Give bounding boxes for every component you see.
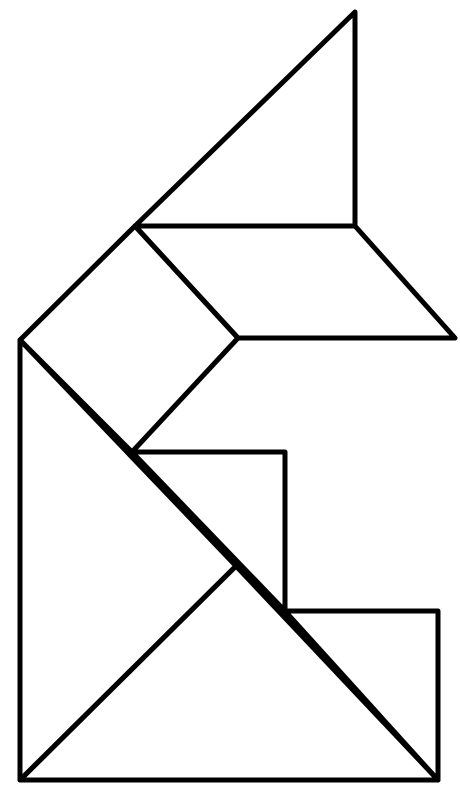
square xyxy=(20,226,238,452)
middle-small-triangle xyxy=(132,452,285,611)
left-large-triangle xyxy=(20,340,236,780)
right-medium-triangle xyxy=(285,611,438,780)
top-small-triangle xyxy=(135,12,355,226)
parallelogram xyxy=(135,226,455,338)
bottom-large-triangle xyxy=(20,566,438,780)
